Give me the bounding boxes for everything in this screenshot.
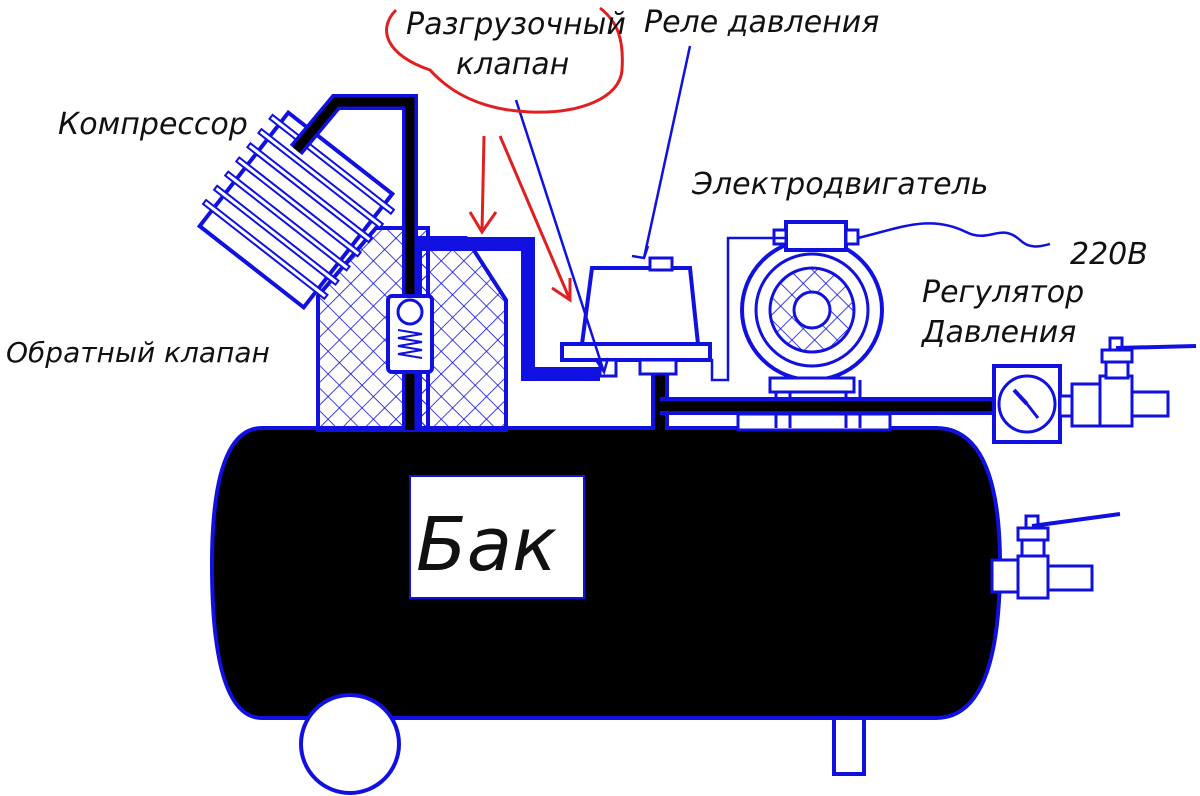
pressure-gauge [992, 364, 1062, 444]
pressure-relay [560, 256, 712, 378]
outlet-pipe [651, 372, 996, 430]
wiring [700, 222, 1051, 382]
label-unloading-valve-1: Разгрузочный [406, 7, 626, 42]
label-compressor: Компрессор [58, 107, 248, 142]
outlet-ball-valve-upper [1058, 336, 1197, 428]
label-pressure-regulator-1: Регулятор [922, 275, 1084, 310]
label-voltage: 220В [1070, 237, 1148, 272]
discharge-pipe [289, 94, 418, 430]
drain-ball-valve [990, 512, 1121, 600]
tank-label: Бак [416, 502, 557, 588]
wheel [299, 693, 401, 795]
label-electric-motor: Электродвигатель [691, 167, 988, 202]
tank-foot [832, 716, 866, 776]
label-pressure-relay: Реле давления [644, 5, 879, 40]
relief-pipe [416, 237, 600, 381]
label-check-valve: Обратный клапан [6, 336, 270, 369]
red-annotation [385, 6, 624, 303]
electric-motor [740, 220, 884, 394]
label-unloading-valve-2: клапан [456, 47, 569, 82]
check-valve [386, 294, 434, 374]
leader-lines [514, 45, 692, 375]
compressor-head [196, 109, 396, 311]
label-pressure-regulator-2: Давления [920, 315, 1076, 350]
tank-label-box [409, 475, 585, 599]
